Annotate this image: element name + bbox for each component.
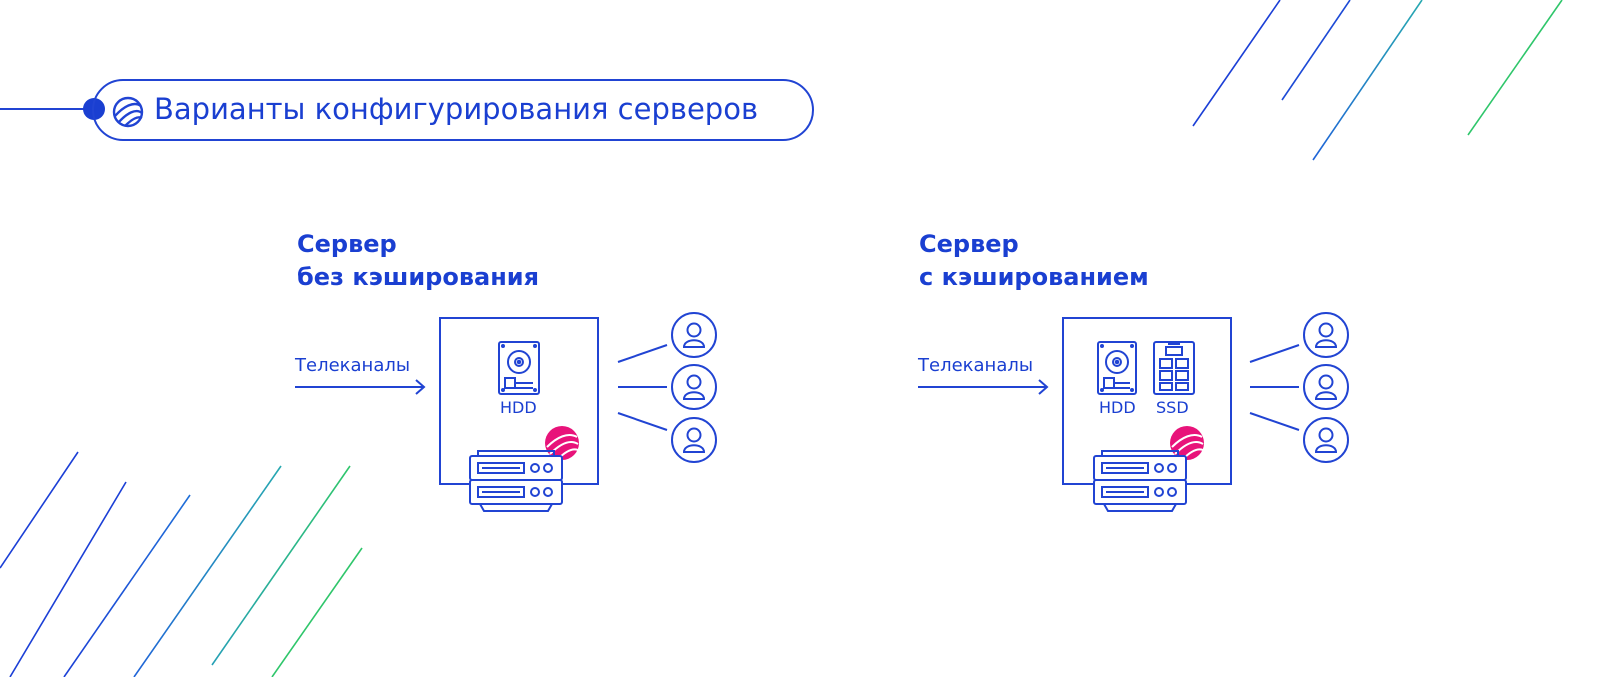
deco-line: [1467, 0, 1563, 136]
hdd-icon: [1097, 341, 1137, 395]
ssd-icon: [1153, 341, 1195, 395]
arrow-icon: [295, 379, 426, 395]
left-hdd-label: HDD: [500, 398, 537, 417]
title-pill: [92, 79, 814, 141]
output-line: [617, 412, 668, 431]
right-heading: Сервер с кэшированием: [919, 228, 1149, 294]
right-source-label: Телеканалы: [918, 355, 1034, 376]
left-heading-line2: без кэширования: [297, 263, 540, 291]
user-icon: [671, 417, 717, 463]
right-hdd-label: HDD: [1099, 398, 1136, 417]
right-heading-line1: Сервер: [919, 230, 1019, 258]
output-line: [1249, 344, 1300, 363]
deco-line: [133, 465, 282, 677]
user-icon: [1303, 312, 1349, 358]
right-ssd-label: SSD: [1156, 398, 1189, 417]
brand-logo-icon: [1170, 426, 1204, 460]
page-title: Варианты конфигурирования серверов: [154, 92, 759, 126]
deco-line: [0, 451, 79, 569]
deco-line: [1281, 0, 1351, 101]
server-icon: [1093, 450, 1187, 512]
server-icon: [469, 450, 563, 512]
deco-line: [271, 547, 363, 677]
deco-line: [1192, 0, 1281, 127]
user-icon: [671, 364, 717, 410]
output-line: [617, 344, 668, 363]
hdd-icon: [498, 341, 540, 395]
output-line: [1249, 412, 1300, 431]
user-icon: [671, 312, 717, 358]
user-icon: [1303, 364, 1349, 410]
left-heading-line1: Сервер: [297, 230, 397, 258]
arrow-icon: [918, 379, 1049, 395]
left-source-label: Телеканалы: [295, 355, 411, 376]
deco-line: [1312, 0, 1423, 161]
right-heading-line2: с кэшированием: [919, 263, 1149, 291]
deco-line: [9, 481, 127, 677]
user-icon: [1303, 417, 1349, 463]
deco-line: [63, 494, 191, 677]
left-heading: Сервер без кэширования: [297, 228, 539, 294]
deco-line: [211, 465, 351, 666]
